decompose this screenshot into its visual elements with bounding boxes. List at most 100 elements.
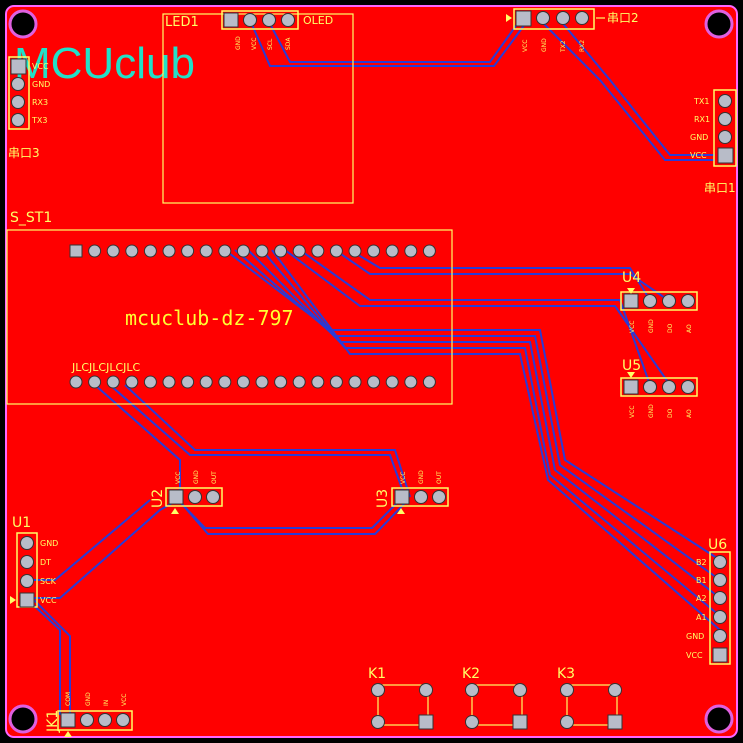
button-k1[interactable]: K1 [368, 666, 434, 730]
header-frame [8, 56, 30, 130]
board-outline [5, 5, 738, 738]
led1-header [221, 10, 299, 30]
mounting-hole [8, 9, 38, 39]
s-st1-outline [6, 229, 453, 405]
pin1-marker [627, 372, 635, 378]
u6-label: U6 [708, 537, 727, 553]
pad [116, 713, 130, 727]
pin-label: VCC [175, 472, 182, 484]
uart3-pin-labels: VCC GND RX3 TX3 [31, 62, 50, 125]
pin-label: GND [648, 319, 655, 333]
button-k2[interactable]: K2 [462, 666, 528, 730]
u5-header [620, 377, 698, 397]
pin1-marker [627, 288, 635, 294]
pad [20, 536, 34, 550]
pin-label: RX3 [32, 98, 48, 107]
jk1-header [57, 710, 133, 731]
pad [681, 294, 695, 308]
pad-square [10, 58, 27, 75]
u3-header [391, 487, 449, 507]
led1-pin-labels: GND VCC SCL SDA [235, 36, 292, 50]
pad [465, 683, 479, 697]
pin-label: VCC [686, 651, 703, 660]
pin1-marker [171, 508, 179, 514]
trace [94, 384, 181, 497]
u5-label: U5 [622, 358, 641, 374]
pad [371, 715, 385, 729]
switch-outline [377, 684, 429, 726]
pad [143, 375, 157, 389]
pin-label: A1 [696, 613, 707, 622]
uart1-pin-labels: TX1 RX1 GND VCC [690, 97, 710, 160]
pad [20, 574, 34, 588]
pad-square [515, 10, 532, 27]
pad [367, 244, 381, 258]
trace [271, 249, 721, 631]
pin-label: VCC [522, 40, 529, 52]
pad-square [19, 592, 35, 608]
trace [124, 384, 411, 498]
pin-label: GND [690, 133, 708, 142]
pad [125, 375, 139, 389]
led1-label: LED1 [165, 15, 199, 30]
switch-outline [471, 684, 523, 726]
pad [243, 13, 257, 27]
jk1-pin-labels: COM GND IN VCC [65, 692, 128, 706]
trace [261, 249, 721, 617]
pad [643, 294, 657, 308]
pad [465, 715, 479, 729]
trace [284, 249, 671, 386]
pad [106, 244, 120, 258]
pad [713, 629, 727, 643]
pad [88, 375, 102, 389]
pad [181, 244, 195, 258]
trace [249, 19, 529, 67]
header-frame [620, 377, 698, 397]
pad [422, 375, 436, 389]
pad [181, 375, 195, 389]
pad [106, 375, 120, 389]
pin-label: B2 [696, 558, 707, 567]
pin-label: GND [686, 632, 704, 641]
uart1-label: 串口1 [704, 181, 736, 195]
trace [224, 249, 721, 561]
pad [367, 375, 381, 389]
jk1-label: JK1 [45, 710, 61, 733]
u1-label: U1 [12, 515, 31, 531]
pin-label: TX2 [560, 40, 567, 53]
pad [199, 375, 213, 389]
pin-label: AO [686, 409, 693, 418]
header-frame [391, 487, 449, 507]
pin1-marker [64, 731, 72, 737]
pad [274, 244, 288, 258]
uart1-header [713, 89, 737, 167]
pin-label: VCC [629, 321, 636, 333]
header-frame [709, 551, 731, 665]
button-k3[interactable]: K3 [557, 666, 623, 730]
pad [329, 375, 343, 389]
u2-pin-labels: VCC GND OUT [175, 470, 218, 484]
pin-label: GND [541, 38, 548, 52]
pad [255, 375, 269, 389]
k3-label: K3 [557, 666, 575, 682]
trace [267, 19, 521, 63]
trace [181, 503, 405, 535]
pin-label: SDA [285, 37, 292, 50]
pin-label: VCC [32, 62, 49, 71]
pad [69, 375, 83, 389]
pad [385, 244, 399, 258]
pad [11, 95, 25, 109]
mounting-hole [8, 704, 38, 734]
pad [713, 555, 727, 569]
pad [348, 244, 362, 258]
pin-label: COM [65, 692, 72, 706]
pad [218, 375, 232, 389]
led1-outline [162, 13, 354, 204]
pad [311, 244, 325, 258]
pin-label: AO [686, 324, 693, 333]
pin-label: GND [235, 36, 242, 50]
trace [539, 19, 715, 161]
pin-label: VCC [40, 596, 57, 605]
pad [536, 11, 550, 25]
trace [109, 384, 406, 498]
